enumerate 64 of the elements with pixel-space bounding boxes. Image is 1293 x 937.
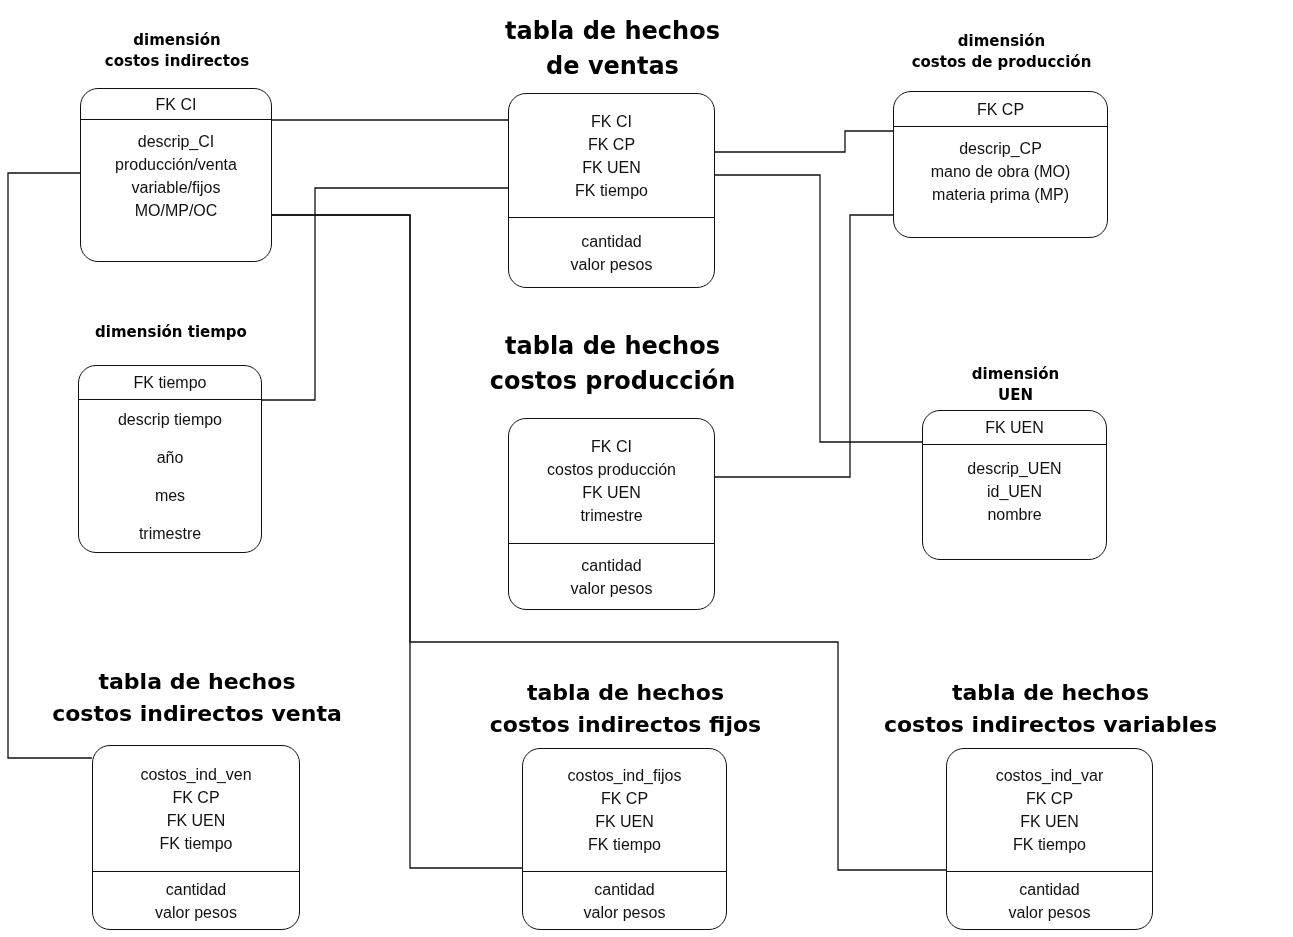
connector-line (7, 172, 93, 759)
field-name: mes (154, 485, 186, 506)
field-name: id_UEN (986, 482, 1043, 502)
field-name: trimestre (138, 523, 202, 544)
field-name: FK CP (1025, 789, 1074, 809)
field-name: costos_ind_fijos (567, 766, 682, 786)
field-name: FK CI (591, 111, 632, 132)
field-name: descrip_CP (959, 139, 1042, 159)
field-name: FK UEN (582, 157, 641, 178)
table-title: dimensión tiempo (94, 322, 248, 344)
field-name: valor pesos (570, 254, 653, 275)
table-title: dimensión UEN (970, 363, 1061, 407)
field-name: costos_ind_ven (140, 764, 252, 785)
field-name: FK tiempo (588, 835, 661, 855)
table-title: tabla de hechos de ventas (504, 16, 721, 83)
field-name: MO/MP/OC (134, 201, 218, 221)
field-name: FK UEN (166, 810, 226, 831)
field-name: mano de obra (MO) (930, 162, 1071, 182)
field-name: descrip_UEN (967, 459, 1062, 479)
connector-line (271, 214, 947, 871)
field-name: costos producción (547, 460, 676, 480)
field-name: descrip tiempo (117, 409, 222, 430)
table-title: tabla de hechos costos indirectos fijos (488, 679, 763, 740)
connector-line (714, 130, 894, 153)
field-name: FK CP (600, 789, 649, 809)
field-name: nombre (987, 505, 1042, 525)
field-name: valor pesos (1008, 902, 1091, 923)
field-name: FK UEN (582, 483, 641, 503)
field-name: FK CI (591, 437, 632, 457)
table-title: dimensión costos indirectos (103, 29, 251, 73)
field-name: FK UEN (1020, 812, 1079, 832)
table-title: tabla de hechos costos indirectos venta (51, 668, 343, 729)
field-name: cantidad (1019, 879, 1080, 900)
field-name: valor pesos (155, 902, 237, 923)
field-name: FK tiempo (1013, 835, 1086, 855)
field-name: descrip_CI (137, 132, 215, 152)
field-name: valor pesos (583, 902, 666, 923)
field-name: trimestre (580, 506, 643, 526)
field-name: cantidad (581, 231, 642, 252)
field-name: FK tiempo (133, 373, 207, 393)
field-name: costos_ind_var (995, 766, 1104, 786)
field-name: valor pesos (570, 578, 653, 599)
field-name: cantidad (594, 879, 655, 900)
field-name: FK tiempo (575, 180, 648, 201)
field-name: cantidad (165, 879, 227, 900)
field-name: FK CP (172, 787, 220, 808)
field-name: FK UEN (595, 812, 654, 832)
field-name: FK CP (976, 99, 1025, 120)
field-name: producción/venta (115, 155, 237, 175)
field-name: FK CP (587, 134, 636, 155)
field-name: FK UEN (985, 418, 1044, 438)
field-name: materia prima (MP) (932, 185, 1069, 205)
connector-line (714, 214, 894, 478)
table-title: tabla de hechos costos producción (488, 331, 737, 398)
table-title: tabla de hechos costos indirectos variables (882, 679, 1219, 740)
table-title: dimensión costos de producción (910, 30, 1093, 74)
connector-line (261, 187, 509, 401)
field-name: FK tiempo (159, 833, 233, 854)
field-name: FK CI (155, 94, 197, 115)
field-name: año (156, 447, 184, 468)
field-name: variable/fijos (131, 178, 221, 198)
connector-line (271, 119, 509, 121)
connector-line (714, 174, 923, 443)
field-name: cantidad (581, 555, 642, 576)
